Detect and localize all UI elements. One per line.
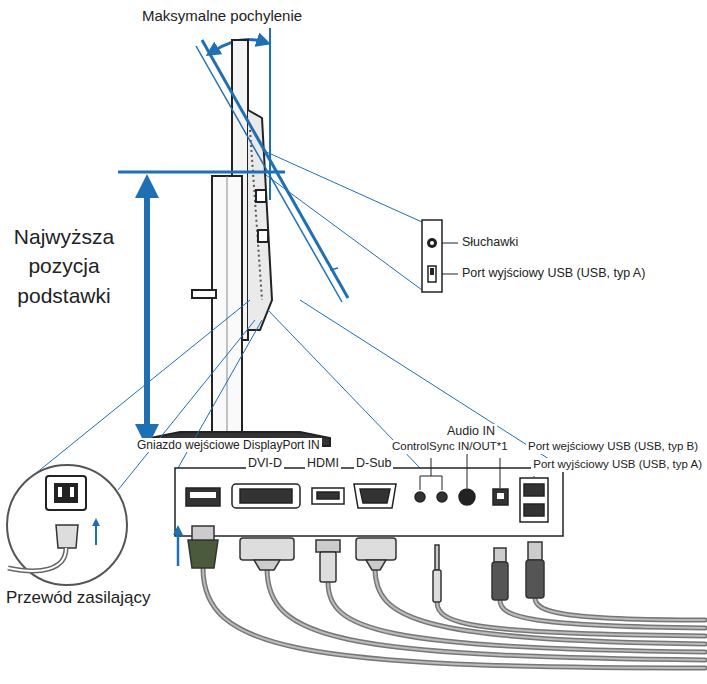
part-label: Port wyjściowy USB (USB, typ A) bbox=[460, 266, 647, 281]
height-line bbox=[118, 171, 285, 174]
height-arrow bbox=[144, 186, 150, 436]
part-label: D-Sub bbox=[354, 456, 393, 471]
part-label: Port wejściowy USB (USB, typ B) bbox=[526, 440, 700, 454]
part-label: ControlSync IN/OUT*1 bbox=[390, 440, 510, 454]
part-label: Maksymalne pochylenie bbox=[140, 7, 304, 25]
part-label: Przewód zasilający bbox=[4, 588, 153, 608]
part-label: Słuchawki bbox=[460, 235, 520, 250]
plugs bbox=[178, 526, 544, 602]
view-lines bbox=[30, 300, 563, 490]
part-label: HDMI bbox=[305, 456, 341, 471]
rear-panel bbox=[175, 468, 563, 536]
part-label: Audio IN bbox=[445, 424, 497, 439]
part-label: Najwyższa pozycja podstawki bbox=[2, 222, 126, 310]
power-inset bbox=[7, 465, 127, 585]
part-label: Gniazdo wejściowe DisplayPort IN bbox=[135, 438, 322, 452]
side-ports bbox=[262, 150, 458, 292]
cables bbox=[203, 568, 705, 668]
part-label: Port wyjściowy USB (USB, typ A) bbox=[531, 458, 704, 472]
part-label: DVI-D bbox=[246, 456, 284, 471]
